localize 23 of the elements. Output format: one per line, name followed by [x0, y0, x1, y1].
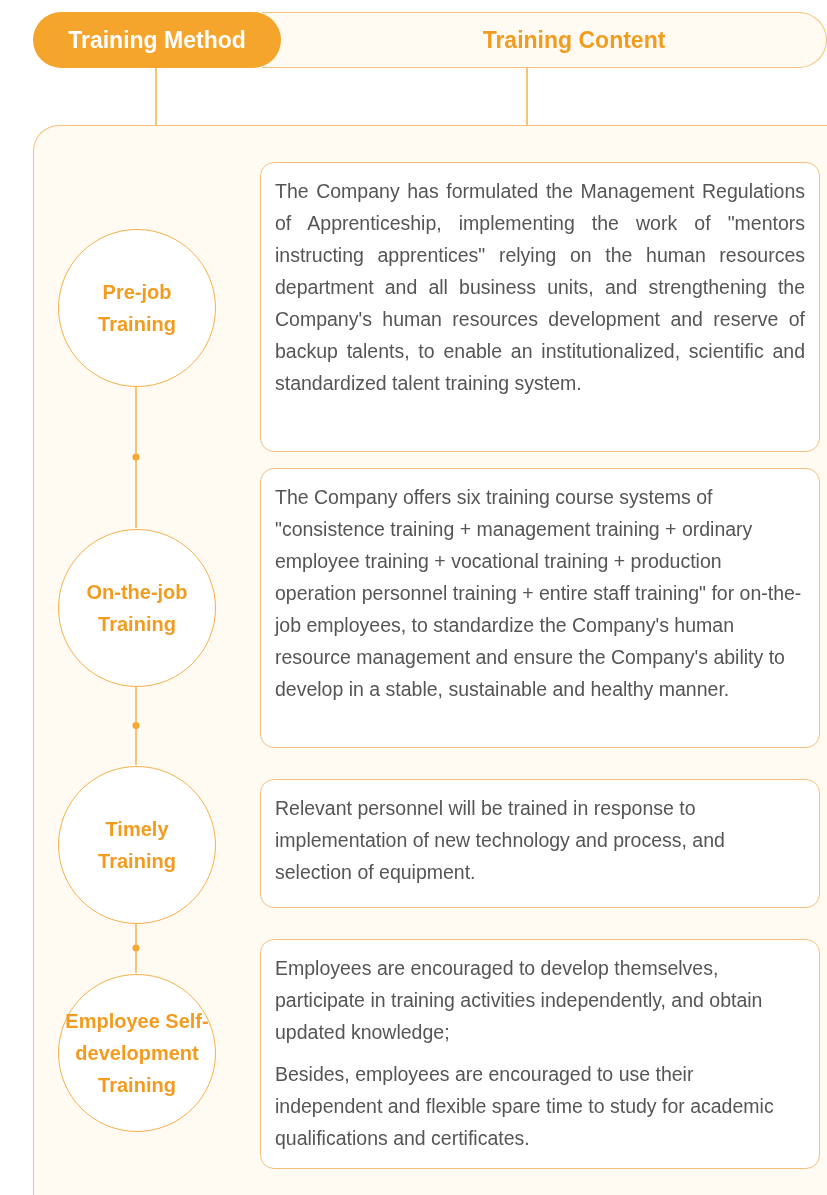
header-label: Training Content	[482, 26, 666, 54]
tab-label: Training Method	[68, 26, 246, 54]
connector-line	[135, 922, 137, 974]
paragraph: The Company has formulated the Management Regulations of Apprenticeship, implementing the work of "mentors instructing apprentices" relying on the human resources department and all business units, and strengthening the Company's human resources development and reserve of backup talents, to enable an institutionalized, scientific and standardized talent training system.	[275, 179, 805, 396]
text-card	[260, 939, 820, 1169]
header-bar	[262, 12, 827, 68]
circle-label: Employee Self-development Training	[64, 1009, 210, 1098]
paragraph: Employees are encouraged to develop themselves, participate in training activities independently, and obtain updated knowledge;	[275, 956, 764, 1045]
circle-label: On-the-job Training	[85, 580, 189, 637]
paragraph: Relevant personnel will be trained in response to implementation of new technology and process, and selection of equipment.	[275, 796, 726, 885]
tab-pill	[33, 12, 281, 68]
paragraph: The Company offers six training course systems of "consistence training + management training + ordinary employee training + vocational training + production operation personnel training + entire staff training" for on-the-job employees, to standardize the Company's human resource management and ensure the Company's ability to develop in a stable, sustainable and healthy manner.	[275, 485, 803, 702]
text-card	[260, 779, 820, 908]
circle-label: Timely Training	[97, 817, 177, 874]
paragraph: Besides, employees are encouraged to use their independent and flexible spare time to study for academic qualifications and certificates.	[275, 1062, 775, 1151]
circle-label: Pre-job Training	[97, 280, 177, 337]
connector-line	[135, 685, 137, 766]
content-panel	[33, 125, 827, 1195]
connector-line	[526, 67, 528, 126]
text-card	[260, 162, 820, 452]
connector-line	[155, 67, 157, 126]
text-card	[260, 468, 820, 748]
connector-line	[135, 385, 137, 529]
